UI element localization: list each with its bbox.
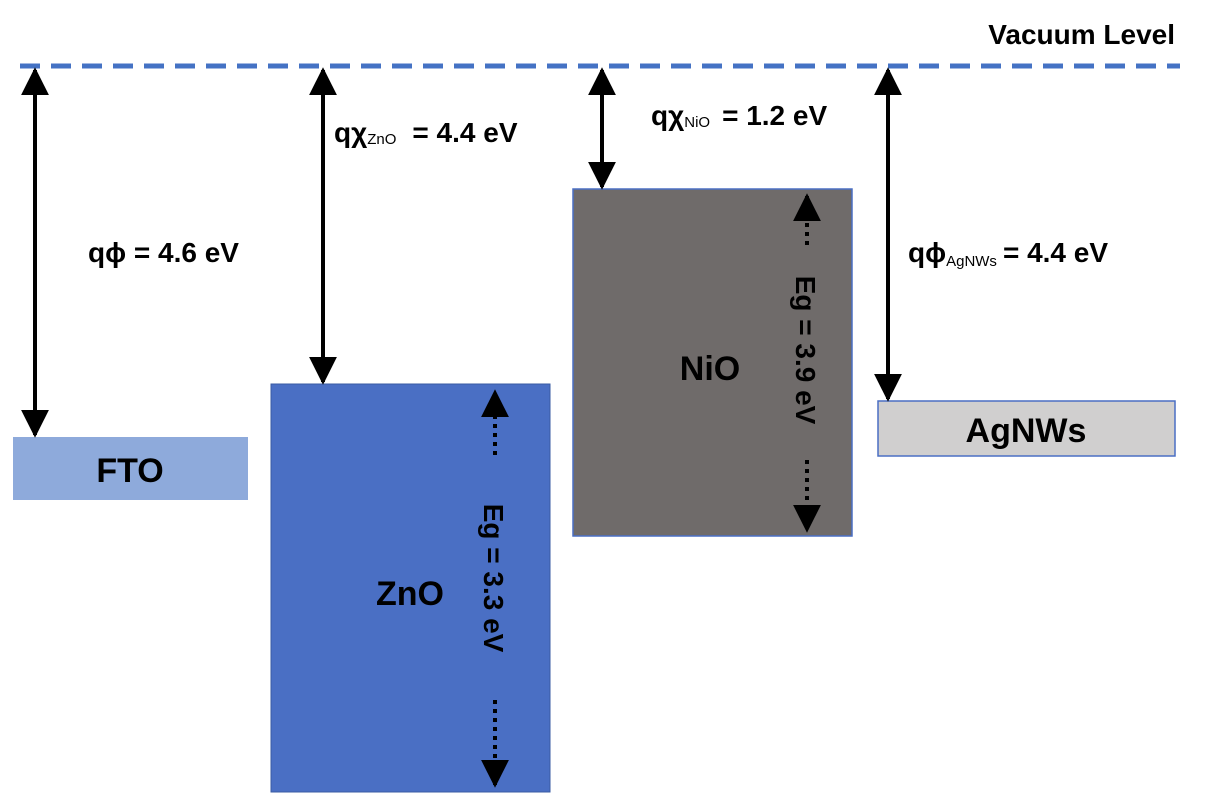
fto-label: FTO	[96, 452, 163, 490]
agnws-work-function-label: qϕAgNWs= 4.4 eV	[908, 237, 1108, 270]
agnws-label: AgNWs	[966, 412, 1087, 450]
zno-label: ZnO	[376, 575, 444, 613]
zno-band-gap-label: Eg = 3.3 eV	[478, 504, 509, 653]
nio-affinity-label: qχNiO= 1.2 eV	[651, 100, 827, 131]
zno-block	[270, 383, 551, 793]
zno-affinity-label: qχZnO= 4.4 eV	[334, 117, 518, 148]
fto-work-function-label: qϕ = 4.6 eV	[88, 237, 239, 268]
vacuum-level-label: Vacuum Level	[988, 19, 1175, 50]
nio-band-gap-label: Eg = 3.9 eV	[790, 276, 821, 425]
fto-block	[13, 437, 248, 500]
agnws-block	[877, 400, 1176, 457]
nio-label: NiO	[680, 350, 740, 388]
